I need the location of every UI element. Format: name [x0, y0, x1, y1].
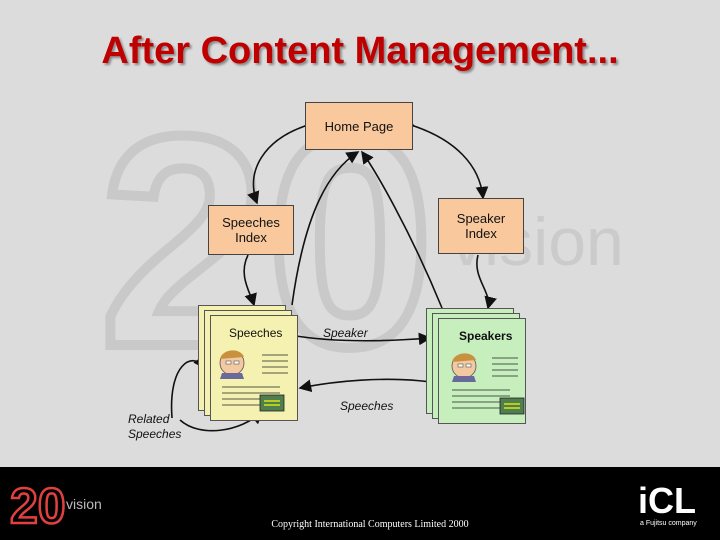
speeches-page-link-button [259, 394, 285, 412]
related-speeches-label: Related Speeches [128, 412, 182, 441]
icl-logo: iCL a Fujitsu company [638, 480, 697, 527]
home-page-box: Home Page [305, 102, 413, 150]
speakers-page-link-button [499, 397, 525, 415]
speeches-page-front: Speeches [210, 315, 298, 421]
arrow-speeches-to-home [291, 151, 360, 306]
speeches-index-box: Speeches Index [208, 205, 294, 255]
speaker-portrait-icon [451, 353, 477, 382]
arrow-speaker-index-to-speakers [476, 254, 497, 310]
home-page-label: Home Page [324, 118, 394, 134]
copyright-text: Copyright International Computers Limite… [271, 519, 469, 530]
arrow-speakers-to-home [361, 150, 443, 309]
speaker-link-label: Speaker [323, 326, 368, 340]
footer-20-vision-logo: 20 vision [9, 477, 102, 535]
arrow-speaker-link [289, 332, 432, 346]
footer-logo-number: 20 [10, 478, 66, 534]
speakers-page-title: Speakers [459, 329, 513, 343]
arrow-speeches-index-to-speeches [243, 254, 257, 307]
speakers-page-content [451, 353, 525, 415]
slide-title: After Content Management... [101, 30, 619, 72]
icl-logo-text: iCL [638, 480, 696, 521]
link-arrows [170, 116, 506, 432]
speeches-page-title: Speeches [229, 326, 283, 340]
arrow-home-to-speaker-index [401, 116, 489, 200]
speeches-page-content [219, 350, 288, 412]
speaker-index-label: Speaker Index [456, 211, 506, 241]
speeches-index-label: Speeches Index [222, 215, 280, 245]
speakers-page-front: Speakers [438, 318, 526, 424]
speeches-link-label: Speeches [340, 399, 394, 413]
footer-logo-word: vision [66, 496, 102, 512]
footer-bar: 20 vision iCL a Fujitsu company [0, 467, 720, 540]
icl-tagline: a Fujitsu company [640, 520, 697, 527]
arrow-home-to-speeches-index [247, 116, 318, 205]
speaker-index-box: Speaker Index [438, 198, 524, 254]
speaker-portrait-icon [219, 350, 245, 379]
